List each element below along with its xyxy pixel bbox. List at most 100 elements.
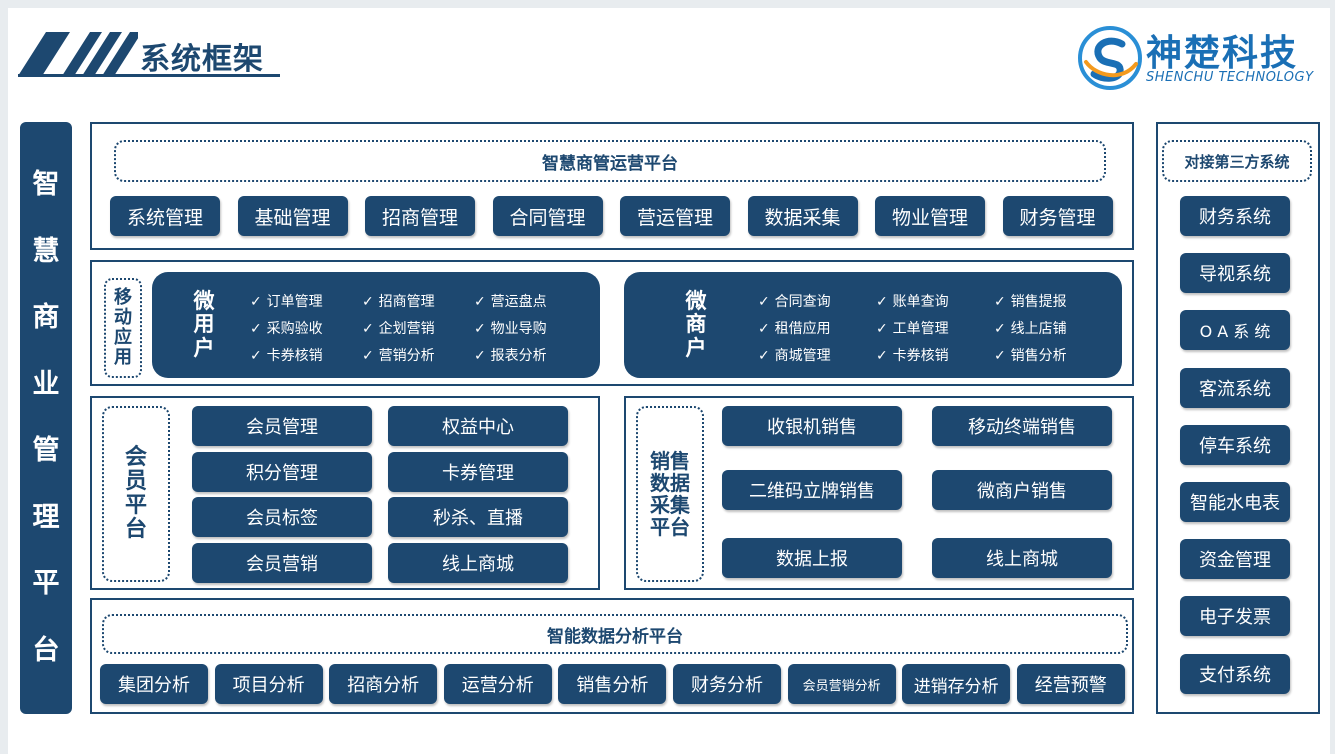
label-char: 微 [685, 289, 707, 314]
mobile-app-label: 移动应用 [104, 278, 142, 378]
member-item-button[interactable]: 会员营销 [192, 542, 372, 583]
feature-check-item: 企划营销 [362, 318, 435, 338]
analysis-item-button[interactable]: 集团分析 [100, 664, 208, 704]
feature-check-item: 物业导购 [474, 318, 547, 338]
analysis-item-button[interactable]: 招商分析 [329, 664, 438, 704]
sales-platform-label: 销售数据采集平台 [636, 406, 704, 582]
label-char: 平台 [650, 515, 690, 539]
member-item-button[interactable]: 会员管理 [192, 406, 372, 446]
page: 系统框架 神楚科技 SHENCHU TECHNOLOGY 智慧商业管理平台 智慧… [8, 8, 1330, 754]
third-party-item-button[interactable]: 客流系统 [1180, 367, 1290, 408]
logo-tagline: SHENCHU TECHNOLOGY [1146, 70, 1314, 85]
third-party-item-button[interactable]: 支付系统 [1180, 653, 1290, 694]
member-item-button[interactable]: 积分管理 [192, 451, 372, 492]
feature-check-item: 卡券核销 [250, 345, 323, 365]
feature-check-item: 租借应用 [758, 318, 831, 338]
feature-check-item: 合同查询 [758, 291, 831, 311]
label-char: 应 [114, 327, 132, 348]
feature-check-item: 销售提报 [994, 291, 1067, 311]
ops-module-button[interactable]: 营运管理 [620, 196, 730, 236]
ops-module-button[interactable]: 财务管理 [1002, 196, 1113, 236]
analysis-item-button[interactable]: 项目分析 [214, 664, 323, 704]
feature-check-item: 线上店铺 [994, 318, 1067, 338]
analysis-item-button[interactable]: 财务分析 [673, 664, 781, 704]
ops-module-button[interactable]: 合同管理 [492, 196, 603, 236]
label-char: 数据 [650, 471, 690, 495]
member-item-button[interactable]: 线上商城 [388, 542, 568, 583]
title-underline [18, 74, 280, 77]
feature-check-item: 销售分析 [994, 345, 1067, 365]
label-char: 理 [32, 501, 60, 533]
feature-check-item: 订单管理 [250, 291, 323, 311]
label-char: 采集 [650, 493, 690, 517]
label-char: 台 [124, 517, 147, 543]
member-item-button[interactable]: 卡券管理 [388, 451, 568, 492]
logo-icon [1078, 26, 1142, 90]
label-char: 智 [32, 169, 60, 201]
feature-check-item: 工单管理 [876, 318, 949, 338]
ops-module-button[interactable]: 基础管理 [237, 196, 348, 236]
analysis-item-button[interactable]: 经营预警 [1016, 664, 1125, 704]
label-char: 业 [32, 368, 60, 400]
sales-item-button[interactable]: 收银机销售 [722, 406, 902, 446]
third-party-item-button[interactable]: 电子发票 [1180, 596, 1290, 637]
third-party-item-button[interactable]: 导视系统 [1180, 253, 1290, 294]
third-party-item-button[interactable]: 资金管理 [1180, 539, 1290, 580]
label-char: 台 [32, 634, 60, 666]
analysis-item-button[interactable]: 会员营销分析 [787, 664, 896, 704]
label-char: 会 [124, 444, 147, 470]
member-item-button[interactable]: 权益中心 [388, 406, 568, 446]
ops-module-button[interactable]: 系统管理 [110, 196, 220, 236]
feature-check-item: 采购验收 [250, 318, 323, 338]
third-party-item-button[interactable]: 停车系统 [1180, 424, 1290, 465]
sales-item-button[interactable]: 二维码立牌销售 [722, 470, 902, 510]
title-stripes [18, 32, 142, 76]
label-char: 商 [685, 312, 707, 337]
feature-check-item: 账单查询 [876, 291, 949, 311]
analysis-item-button[interactable]: 进销存分析 [902, 664, 1011, 704]
label-char: 移 [114, 287, 132, 309]
feature-check-item: 报表分析 [474, 345, 547, 365]
label-char: 平 [32, 568, 60, 600]
sales-item-button[interactable]: 微商户销售 [932, 470, 1112, 510]
feature-check-item: 营运盘点 [474, 291, 547, 311]
label-char: 员 [124, 468, 147, 494]
third-party-item-button[interactable]: 智能水电表 [1180, 482, 1290, 522]
ops-module-button[interactable]: 招商管理 [365, 196, 475, 236]
ops-platform-title: 智慧商管运营平台 [114, 140, 1106, 182]
label-char: 微 [193, 289, 215, 314]
label-char: 用 [114, 346, 132, 368]
logo-name: 神楚科技 [1146, 33, 1299, 74]
analysis-item-button[interactable]: 运营分析 [443, 664, 552, 704]
page-title: 系统框架 [140, 42, 264, 77]
ops-module-button[interactable]: 数据采集 [747, 196, 858, 236]
smart-commerce-platform-bar: 智慧商业管理平台 [20, 122, 72, 714]
label-char: 销售 [650, 449, 690, 473]
label-char: 户 [193, 335, 215, 360]
member-platform-label: 会员平台 [102, 406, 170, 582]
feature-check-item: 营销分析 [362, 345, 435, 365]
third-party-title: 对接第三方系统 [1162, 140, 1312, 182]
third-party-item-button[interactable]: O A 系 统 [1180, 310, 1290, 351]
label-char: 商 [32, 302, 60, 334]
feature-check-item: 招商管理 [362, 291, 435, 311]
analysis-item-button[interactable]: 销售分析 [558, 664, 667, 704]
sales-item-button[interactable]: 数据上报 [722, 538, 902, 578]
micro-user-title: 微用户 [184, 282, 224, 368]
sales-item-button[interactable]: 移动终端销售 [932, 406, 1112, 446]
third-party-item-button[interactable]: 财务系统 [1180, 196, 1290, 236]
label-char: 户 [685, 335, 707, 360]
micro-merchant-title: 微商户 [676, 282, 716, 368]
feature-check-item: 卡券核销 [876, 345, 949, 365]
feature-check-item: 商城管理 [758, 345, 831, 365]
label-char: 慧 [32, 235, 60, 267]
sales-item-button[interactable]: 线上商城 [932, 538, 1112, 578]
label-char: 管 [32, 435, 60, 467]
label-char: 平 [124, 493, 147, 518]
analysis-platform-title: 智能数据分析平台 [102, 614, 1128, 654]
member-item-button[interactable]: 会员标签 [192, 497, 372, 537]
label-char: 用 [193, 312, 215, 337]
member-item-button[interactable]: 秒杀、直播 [388, 497, 568, 537]
ops-module-button[interactable]: 物业管理 [875, 196, 985, 236]
label-char: 动 [114, 307, 132, 329]
